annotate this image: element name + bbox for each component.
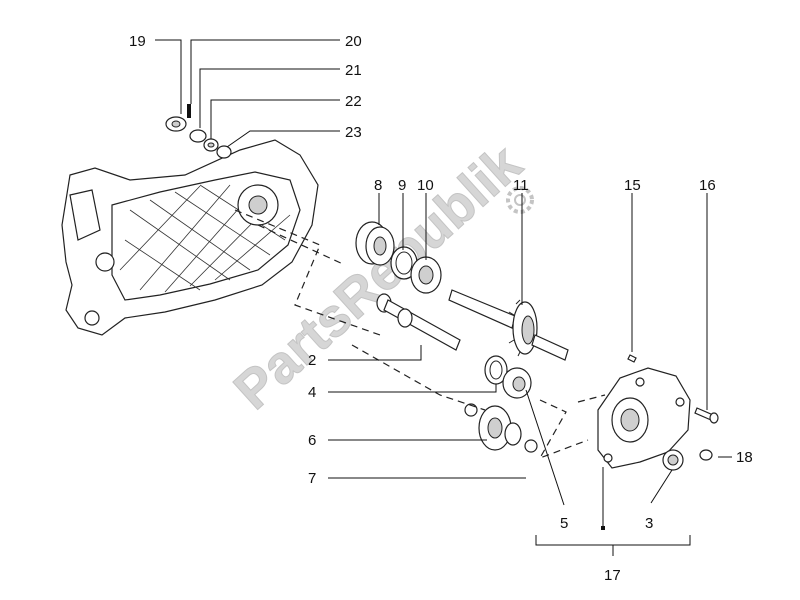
crankcase-housing [61, 139, 319, 336]
callout-15: 15 [624, 177, 641, 194]
callout-3: 3 [645, 515, 653, 532]
nut-18 [699, 449, 713, 461]
washer-22 [203, 138, 219, 152]
callout-21: 21 [345, 62, 362, 79]
pin-20 [187, 104, 191, 118]
bolt-16 [694, 407, 719, 424]
callout-11: 11 [513, 177, 529, 194]
oil-seal-3 [662, 449, 684, 471]
callout-19: 19 [129, 33, 146, 50]
final-drive-shaft-11 [448, 289, 569, 361]
washer-7 [524, 439, 538, 453]
callout-10: 10 [417, 177, 434, 194]
bearing-10 [410, 256, 442, 294]
callout-23: 23 [345, 124, 362, 141]
callout-18: 18 [736, 449, 753, 466]
callout-5: 5 [560, 515, 568, 532]
oil-seal-19 [165, 116, 187, 132]
callout-labels: 19 20 21 22 23 8 9 10 11 15 16 2 4 6 7 5… [129, 33, 753, 584]
bearing-8 [355, 221, 395, 266]
bearing-5 [502, 367, 532, 399]
callout-8: 8 [374, 177, 382, 194]
callout-20: 20 [345, 33, 362, 50]
leader-lines [155, 39, 732, 556]
drive-shaft-2 [376, 293, 461, 351]
assembly-axis-lines [234, 209, 606, 460]
pin-15 [627, 354, 637, 363]
callout-9: 9 [398, 177, 406, 194]
callout-16: 16 [699, 177, 716, 194]
callout-2: 2 [308, 352, 316, 369]
callout-4: 4 [308, 384, 316, 401]
circlip-4 [484, 355, 508, 385]
callout-7: 7 [308, 470, 316, 487]
callout-22: 22 [345, 93, 362, 110]
bushing-21 [189, 129, 207, 143]
gear-logo-icon [506, 186, 534, 214]
callout-6: 6 [308, 432, 316, 449]
callout-17: 17 [604, 567, 621, 584]
intermediate-gear-6 [464, 403, 522, 451]
gear-cover-17 [597, 367, 691, 469]
ring-23 [216, 145, 232, 159]
circlip-9 [390, 246, 418, 280]
